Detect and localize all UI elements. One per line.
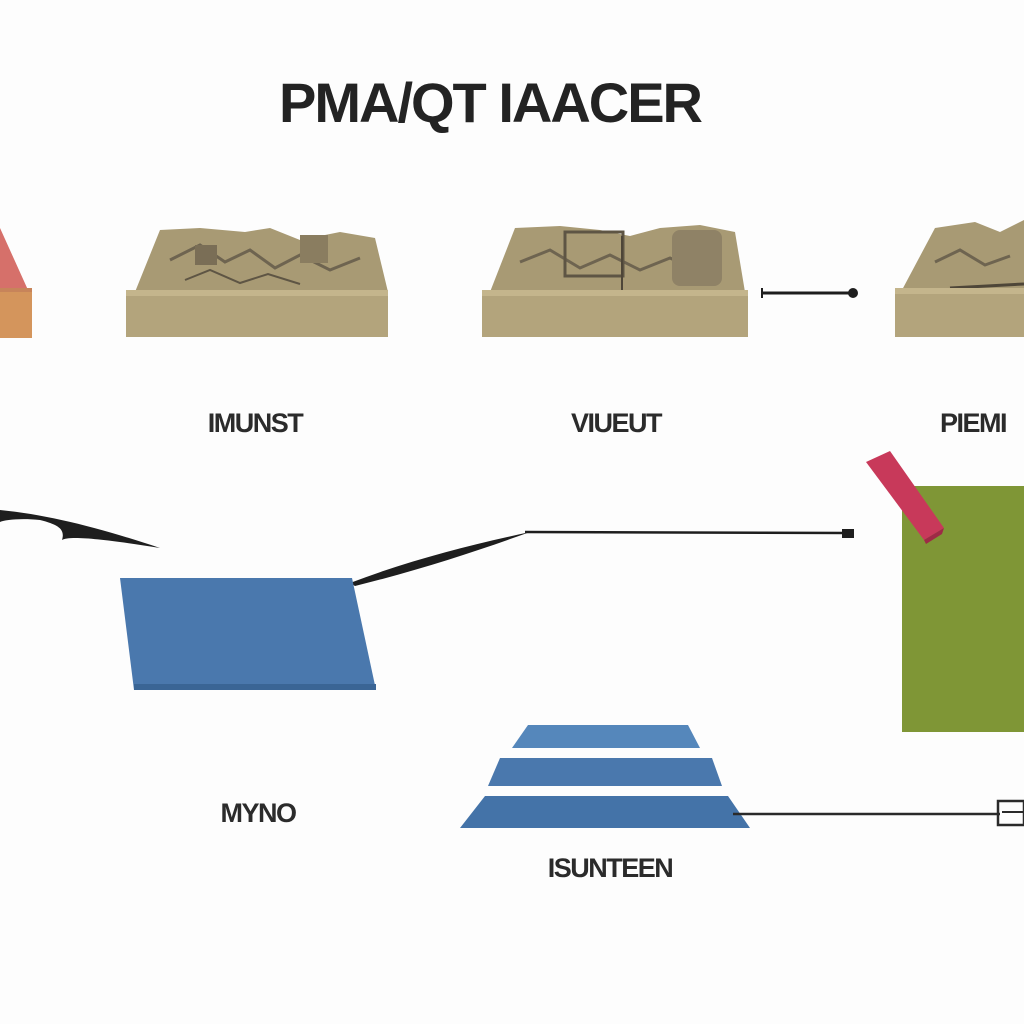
label-bottom-left: MYNO bbox=[221, 798, 296, 828]
label-bottom-center: ISUNTEEN bbox=[548, 853, 673, 883]
red-marker bbox=[866, 451, 944, 544]
diagram-title: PMA/QT IAACER bbox=[279, 71, 703, 134]
label-center: VIUEUT bbox=[571, 408, 663, 438]
terrain-block-3 bbox=[895, 220, 1024, 337]
connector-line-middle bbox=[524, 529, 854, 538]
arrow-center bbox=[350, 532, 530, 586]
striped-stack bbox=[460, 725, 750, 828]
label-right: PIEMI bbox=[940, 408, 1006, 438]
arrow-left bbox=[0, 510, 160, 548]
terrain-block-2 bbox=[482, 225, 748, 337]
blue-panel bbox=[120, 578, 376, 690]
connector-line-bottom bbox=[733, 799, 1024, 827]
wedge-shape bbox=[0, 228, 32, 338]
label-left: IMUNST bbox=[208, 408, 304, 438]
terrain-block-1 bbox=[126, 228, 388, 337]
connector-line-top bbox=[761, 288, 858, 298]
